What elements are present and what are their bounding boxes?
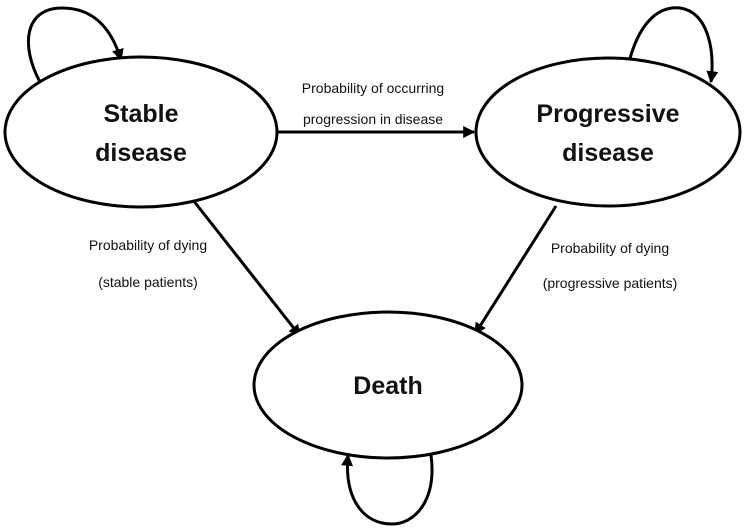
progression-label-line1: Probability of occurring — [302, 80, 444, 96]
stable-disease-node: Stable disease — [3, 55, 279, 209]
stable-disease-label-line1: Stable — [103, 100, 178, 128]
stable-disease-label-line2: disease — [95, 139, 187, 167]
death-label: Death — [353, 372, 422, 400]
stable-death-label-line1: Probability of dying — [89, 237, 207, 253]
progressive-disease-label-line1: Progressive — [536, 100, 679, 128]
death-ellipse — [252, 310, 524, 460]
progressive-disease-ellipse — [474, 56, 742, 208]
stable-disease-ellipse — [3, 55, 279, 209]
death-node: Death — [252, 310, 524, 460]
progressive-disease-label-line2: disease — [562, 139, 654, 167]
stable-self-loop-arrow — [26, 6, 124, 83]
death-self-loop-arrow — [341, 453, 434, 526]
progressive-to-death-arrow — [473, 205, 558, 336]
progressive-death-label-line1: Probability of dying — [551, 240, 669, 256]
progressive-death-label-line2: (progressive patients) — [543, 275, 678, 291]
progression-label-line2: progression in disease — [303, 111, 443, 127]
stable-death-label-line2: (stable patients) — [98, 274, 198, 290]
stable-to-death-arrow — [191, 199, 302, 337]
progressive-disease-node: Progressive disease — [474, 56, 742, 208]
progressive-self-loop-arrow — [627, 6, 719, 84]
